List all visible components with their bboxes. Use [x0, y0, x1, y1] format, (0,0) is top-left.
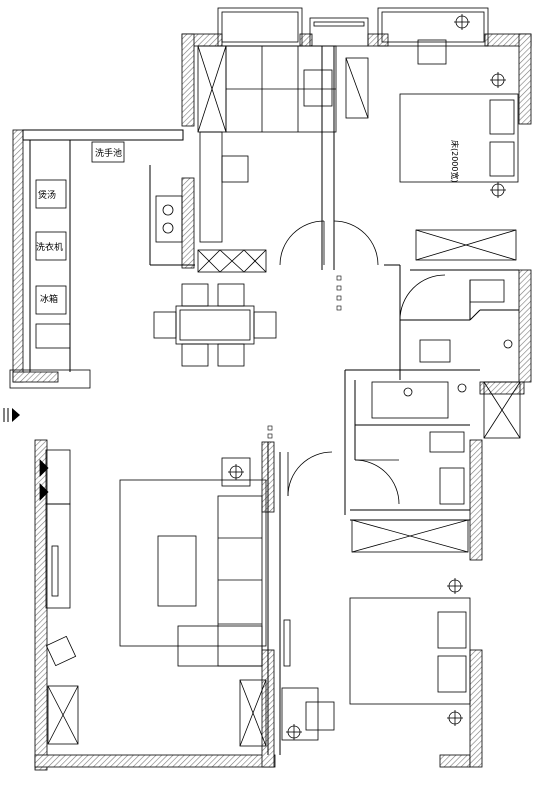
doors [279, 220, 446, 505]
kitchen-fixtures [35, 141, 183, 349]
living-room-fixtures [39, 449, 267, 747]
washer-label: 洗衣机 [36, 241, 63, 253]
lower-bedroom-fixtures [281, 519, 471, 741]
entry-arrow [3, 408, 20, 422]
bed-size-label: 床(2000宽) [450, 140, 460, 183]
upper-bedroom-fixtures [197, 14, 519, 363]
kitchen-text: 洗手池 煲汤 洗衣机 冰箱 [36, 147, 122, 305]
dots [267, 275, 342, 439]
fridge-label: 冰箱 [40, 293, 58, 305]
sink-label: 洗手池 [95, 147, 122, 159]
cooker-label: 煲汤 [38, 189, 56, 201]
windows [9, 7, 489, 389]
dining-set [153, 283, 277, 367]
lower-bathroom-fixtures [371, 381, 521, 505]
